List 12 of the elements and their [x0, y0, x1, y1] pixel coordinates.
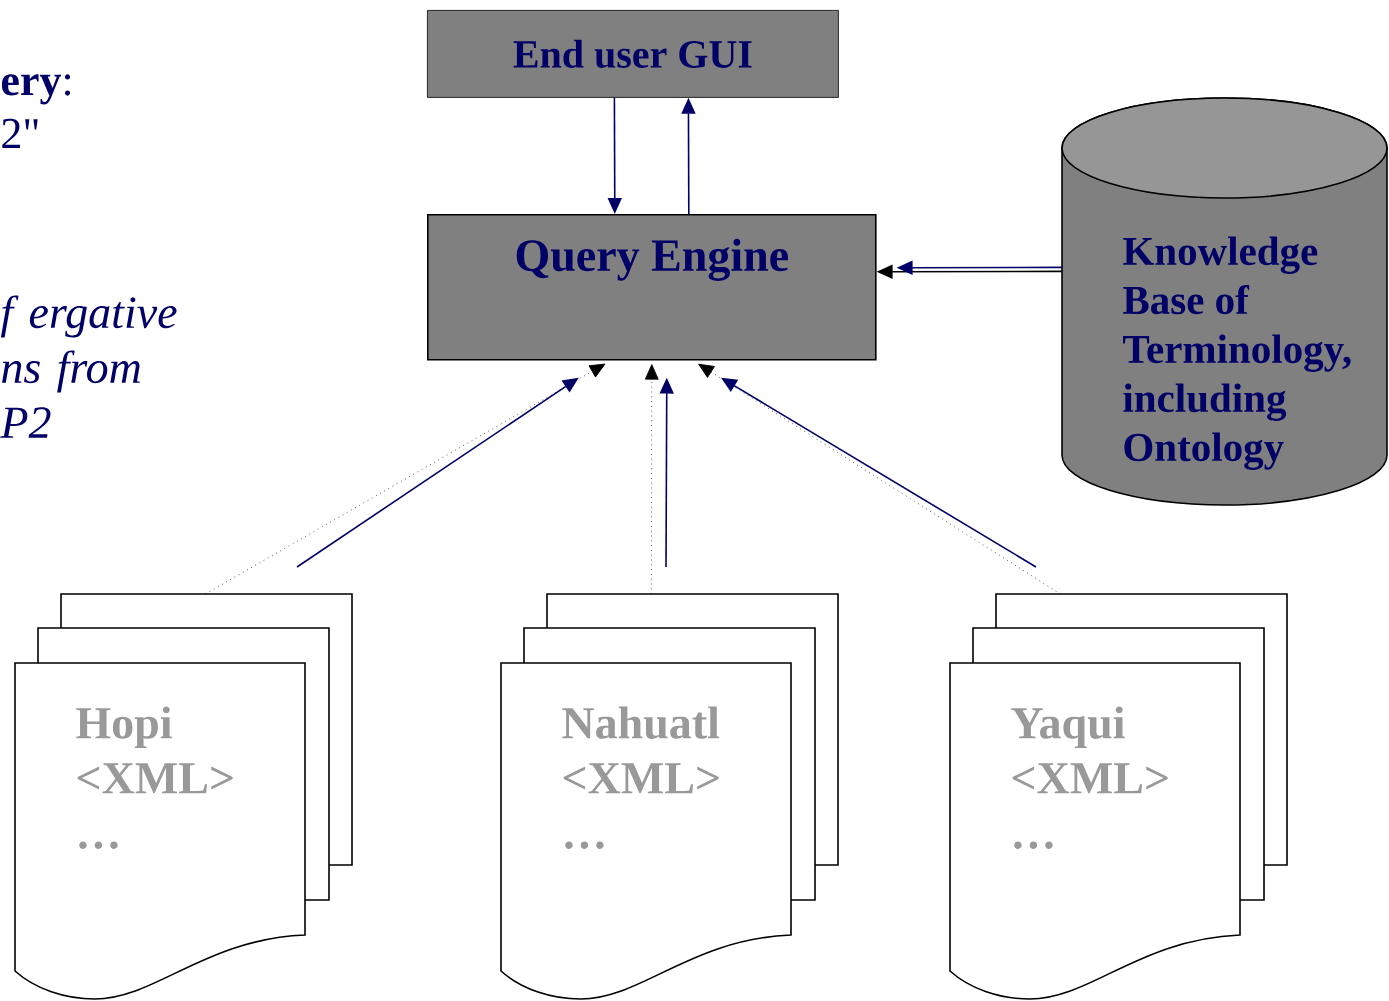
arrow: [698, 363, 1061, 595]
arrow: [644, 364, 659, 595]
process-box: Query Engine: [427, 214, 877, 361]
interface-box: End user GUI: [427, 10, 839, 98]
document-stack: Yaqui <XML> …: [949, 593, 1288, 1000]
database-cylinder: Knowledge Base of Terminology, including Ontology: [1061, 97, 1388, 506]
label-text: ery:: [1, 74, 71, 105]
label-text: 2": [2, 118, 38, 148]
document-stack: Nahuatl <XML> …: [500, 593, 839, 1000]
document-stack: Hopi <XML> …: [14, 593, 353, 1000]
label-text: f ergative ns from P2: [0, 295, 177, 438]
arrow: [205, 363, 606, 595]
